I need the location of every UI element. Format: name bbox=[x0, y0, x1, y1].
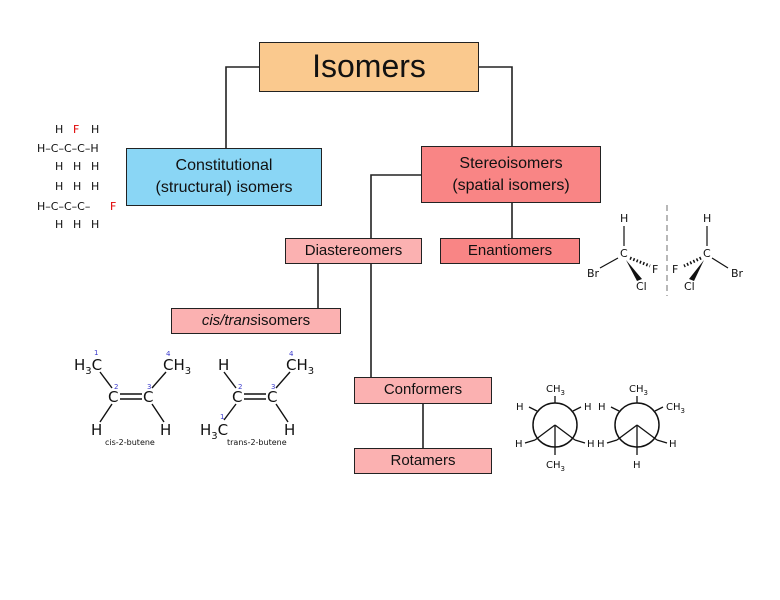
node-constitutional-isomers: Constitutional (structural) isomers bbox=[126, 148, 322, 206]
node-stereo-line2: (spatial isomers) bbox=[452, 176, 570, 194]
fluorine-atom: F bbox=[73, 123, 79, 136]
svg-text:1: 1 bbox=[94, 349, 98, 357]
svg-text:H: H bbox=[91, 160, 99, 173]
newman-projection-staggered: CH3 H H H H CH3 bbox=[515, 384, 595, 473]
svg-text:H: H bbox=[587, 439, 595, 450]
svg-text:H: H bbox=[55, 218, 63, 231]
connector-isomers-stereo bbox=[479, 66, 513, 146]
svg-text:Br: Br bbox=[587, 267, 600, 280]
node-diastereomers-label: Diastereomers bbox=[304, 241, 403, 259]
node-constitutional-line1: Constitutional bbox=[175, 157, 273, 175]
svg-text:CH3: CH3 bbox=[286, 356, 314, 377]
svg-text:1: 1 bbox=[220, 413, 224, 421]
svg-text:H: H bbox=[669, 439, 677, 450]
svg-text:C: C bbox=[620, 247, 628, 260]
svg-text:Cl: Cl bbox=[684, 280, 695, 293]
cis-2-butene-structure: H3C 1 CH3 4 C 2 C 3 H H cis-2-butene bbox=[74, 349, 191, 447]
svg-text:C: C bbox=[267, 388, 277, 406]
node-cistrans-rest: isomers bbox=[257, 311, 311, 329]
svg-text:H: H bbox=[515, 439, 523, 450]
svg-text:C: C bbox=[108, 388, 118, 406]
enantiomer-structures: H C Br Cl F H C Br Cl F bbox=[587, 205, 744, 296]
trans-2-butene-structure: H CH3 4 C 2 C 3 H3C 1 H trans-2-butene bbox=[200, 350, 314, 447]
svg-text:H: H bbox=[73, 160, 81, 173]
svg-text:CH3: CH3 bbox=[666, 402, 685, 415]
svg-text:CH3: CH3 bbox=[546, 384, 565, 397]
svg-text:Br: Br bbox=[731, 267, 744, 280]
svg-text:H: H bbox=[284, 421, 295, 439]
svg-text:H: H bbox=[598, 402, 606, 413]
svg-text:C: C bbox=[703, 247, 711, 260]
svg-text:3: 3 bbox=[147, 383, 151, 391]
svg-text:H: H bbox=[633, 460, 641, 471]
enantiomer-left: H C Br Cl F bbox=[587, 212, 658, 293]
svg-text:C: C bbox=[143, 388, 153, 406]
node-rotamers-label: Rotamers bbox=[390, 451, 456, 469]
svg-text:3: 3 bbox=[271, 383, 275, 391]
svg-text:H: H bbox=[55, 180, 63, 193]
svg-text:4: 4 bbox=[166, 350, 171, 358]
svg-text:H: H bbox=[91, 123, 99, 136]
svg-text:C: C bbox=[232, 388, 242, 406]
svg-text:H: H bbox=[516, 402, 524, 413]
svg-text:H: H bbox=[703, 212, 711, 225]
svg-text:H3C: H3C bbox=[200, 421, 228, 442]
svg-text:4: 4 bbox=[289, 350, 294, 358]
svg-text:CH3: CH3 bbox=[546, 460, 565, 473]
svg-text:H: H bbox=[160, 421, 171, 439]
svg-text:H: H bbox=[55, 123, 63, 136]
newman-projection-gauche: CH3 H CH3 H H H bbox=[597, 384, 685, 471]
svg-text:CH3: CH3 bbox=[163, 356, 191, 377]
svg-text:H3C: H3C bbox=[74, 356, 102, 377]
svg-text:H: H bbox=[584, 402, 592, 413]
node-rotamers: Rotamers bbox=[354, 448, 492, 474]
trans-caption: trans-2-butene bbox=[227, 438, 287, 447]
svg-text:H: H bbox=[620, 212, 628, 225]
svg-text:2: 2 bbox=[238, 383, 242, 391]
svg-text:CH3: CH3 bbox=[629, 384, 648, 397]
node-cis-trans-isomers: cis/transisomers bbox=[171, 308, 341, 334]
svg-text:H: H bbox=[218, 356, 229, 374]
svg-text:H: H bbox=[73, 218, 81, 231]
svg-text:H: H bbox=[597, 439, 605, 450]
svg-text:H: H bbox=[55, 160, 63, 173]
node-enantiomers-label: Enantiomers bbox=[467, 241, 553, 259]
svg-text:F: F bbox=[652, 263, 658, 276]
node-conformers: Conformers bbox=[354, 377, 492, 404]
svg-text:Cl: Cl bbox=[636, 280, 647, 293]
enantiomer-right: H C Br Cl F bbox=[672, 212, 744, 293]
node-stereo-line1: Stereoisomers bbox=[459, 154, 563, 172]
node-stereoisomers: Stereoisomers (spatial isomers) bbox=[421, 146, 601, 203]
connector-isomers-constitutional bbox=[225, 66, 259, 148]
node-conformers-label: Conformers bbox=[383, 381, 463, 399]
fluorine-atom: F bbox=[110, 200, 116, 213]
node-enantiomers: Enantiomers bbox=[440, 238, 580, 264]
node-isomers: Isomers bbox=[259, 42, 479, 92]
connectors bbox=[225, 66, 513, 448]
cis-caption: cis-2-butene bbox=[105, 438, 155, 447]
node-cistrans-italic: cis/trans bbox=[201, 311, 258, 329]
node-diastereomers: Diastereomers bbox=[285, 238, 422, 264]
connector-stereo-diastereomers bbox=[370, 174, 421, 377]
svg-text:2: 2 bbox=[114, 383, 118, 391]
svg-text:H: H bbox=[91, 180, 99, 193]
svg-text:H: H bbox=[73, 180, 81, 193]
svg-text:H: H bbox=[91, 218, 99, 231]
node-isomers-label: Isomers bbox=[312, 48, 426, 85]
svg-text:H–C–C–C–: H–C–C–C– bbox=[37, 200, 90, 213]
node-constitutional-line2: (structural) isomers bbox=[155, 179, 293, 196]
svg-text:F: F bbox=[672, 263, 678, 276]
svg-text:H–C–C–C–H: H–C–C–C–H bbox=[37, 142, 99, 155]
svg-text:H: H bbox=[91, 421, 102, 439]
